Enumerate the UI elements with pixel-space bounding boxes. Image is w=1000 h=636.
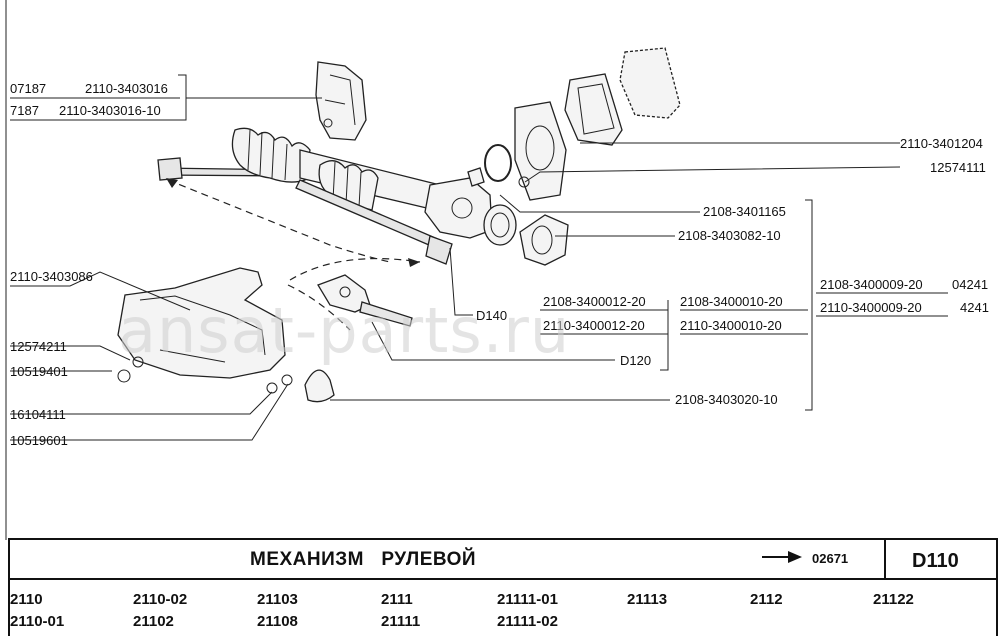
callout-d140: D140 [476, 308, 507, 323]
callout-10519601: 10519601 [10, 433, 68, 448]
model-2110-01: 2110-01 [10, 613, 65, 630]
steering-arm-part [317, 274, 413, 327]
title-separator [884, 538, 886, 580]
callout-2108-3403020-10: 2108-3403020-10 [675, 392, 778, 407]
callout-2110-3403016-10: 2110-3403016-10 [59, 103, 161, 118]
model-21102: 21102 [133, 613, 174, 630]
model-2110: 2110 [10, 591, 43, 608]
model-2111: 2111 [381, 591, 413, 608]
callout-2108-3401165: 2108-3401165 [703, 204, 786, 219]
callout-10519401: 10519401 [10, 364, 68, 379]
callout-2108-3403082-10: 2108-3403082-10 [678, 228, 781, 243]
model-21108: 21108 [257, 613, 298, 630]
model-21113: 21113 [627, 591, 668, 608]
callout-7187: 7187 [10, 103, 39, 118]
rack-mount-bushing-part [519, 214, 569, 266]
mounting-bracket-part [315, 61, 367, 141]
model-21111-01: 21111-01 [497, 591, 558, 608]
heat-shield-part [117, 267, 293, 394]
reference-code: 02671 [812, 551, 849, 566]
callout-2110-3400012-20: 2110-3400012-20 [543, 318, 645, 333]
steering-rack-part [157, 127, 517, 265]
callout-12574211: 12574211 [10, 339, 67, 354]
callout-2108-3400012-20: 2108-3400012-20 [543, 294, 646, 309]
cover-plates-part [484, 47, 681, 201]
callout-2110-3401204: 2110-3401204 [900, 136, 983, 151]
model-21103: 21103 [257, 591, 298, 608]
callout-16104111: 16104111 [10, 407, 66, 422]
watermark-text: ansat-parts.ru [118, 294, 570, 367]
title-row [8, 538, 998, 580]
leader-lines [10, 74, 948, 441]
model-2110-02: 2110-02 [133, 591, 188, 608]
rack-clamp-part [304, 369, 335, 403]
model-21111: 21111 [381, 613, 421, 630]
callout-4241: 4241 [960, 300, 989, 315]
callout-2110-3400010-20: 2110-3400010-20 [680, 318, 782, 333]
model-2112: 2112 [750, 591, 783, 608]
model-21122: 21122 [873, 591, 914, 608]
title-block-frame [8, 538, 998, 636]
callout-2108-3400009-20: 2108-3400009-20 [820, 277, 923, 292]
callout-2108-3400010-20: 2108-3400010-20 [680, 294, 783, 309]
callout-07187: 07187 [10, 81, 46, 96]
callout-04241: 04241 [952, 277, 988, 292]
model-21111-02: 21111-02 [497, 613, 558, 630]
callout-d120: D120 [620, 353, 651, 368]
callout-2110-3403016: 2110-3403016 [85, 81, 168, 96]
callout-12574111: 12574111 [930, 160, 986, 175]
arrow-right-icon [762, 551, 802, 563]
dashed-arc [289, 258, 421, 281]
diagram-title: МЕХАНИЗМ РУЛЕВОЙ [250, 549, 477, 570]
diagram-code: D110 [912, 550, 959, 572]
dashed-motion-arrow [167, 179, 391, 263]
callout-2110-3403086: 2110-3403086 [10, 269, 93, 284]
callout-2110-3400009-20: 2110-3400009-20 [820, 300, 922, 315]
